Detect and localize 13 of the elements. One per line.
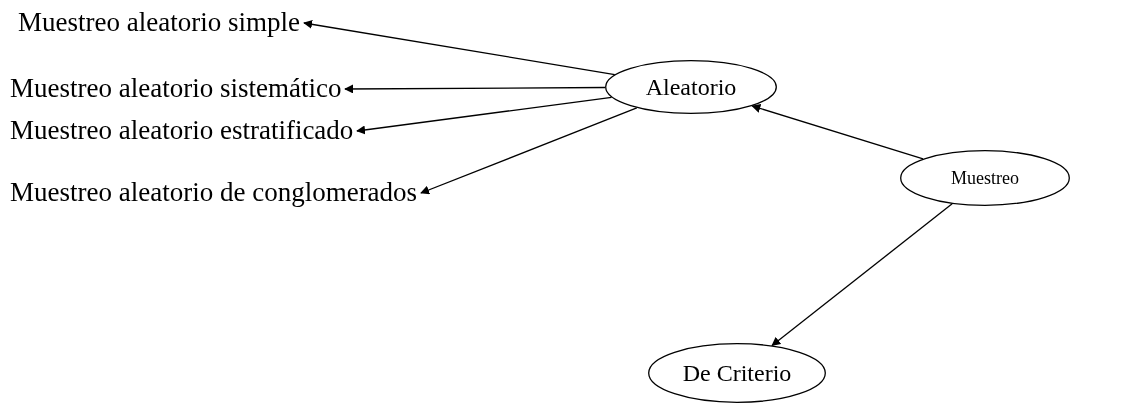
arrow [751,104,924,160]
text-label: Muestreo aleatorio de conglomerados [10,178,418,208]
node-label: Muestreo [951,169,1019,187]
node-label: De Criterio [682,361,792,385]
arrow [303,19,616,76]
text-label: Muestreo aleatorio estratificado [10,116,354,146]
arrow [356,96,613,135]
text-label: Muestreo aleatorio sistemático [10,74,342,104]
arrow [420,107,638,195]
arrow [344,84,606,94]
text-label: Muestreo aleatorio simple [18,8,300,38]
arrow [771,203,953,347]
node-label: Aleatorio [645,75,737,99]
